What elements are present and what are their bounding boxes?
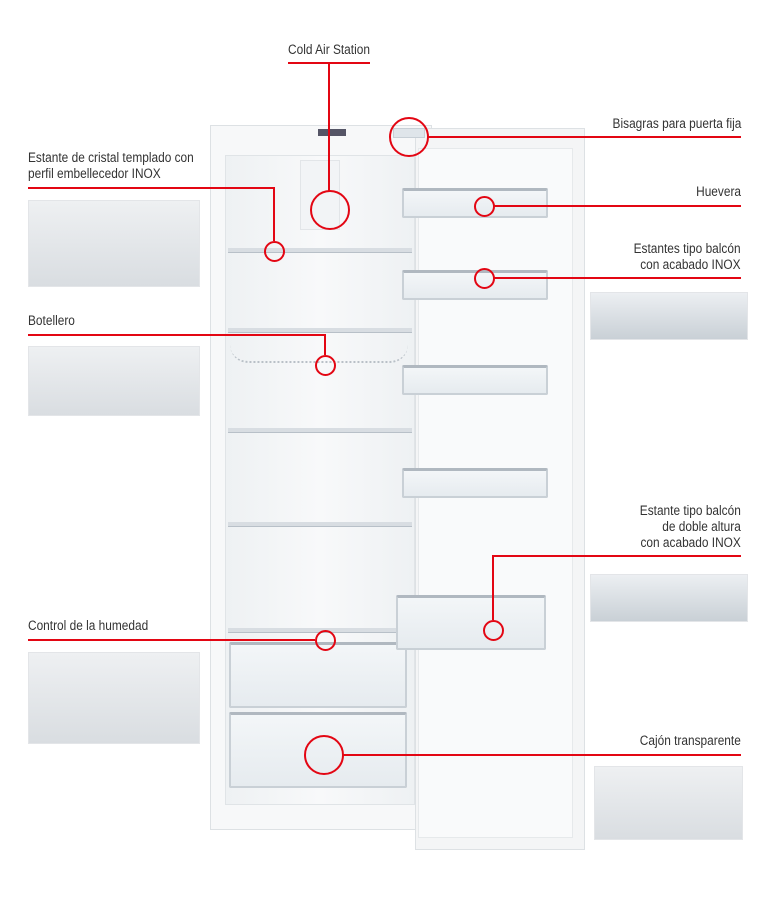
double-balcony [396, 595, 546, 650]
callout-circle [483, 620, 504, 641]
callout-circle [389, 117, 429, 157]
leader-line [492, 555, 494, 620]
glass-shelf [228, 522, 412, 527]
label-bottle-rack: Botellero [28, 313, 75, 328]
leader-line [343, 754, 741, 756]
leader-line [28, 187, 275, 189]
callout-circle [315, 355, 336, 376]
label-egg-tray: Huevera [696, 184, 741, 199]
glass-shelf [228, 328, 412, 333]
callout-circle [474, 268, 495, 289]
label-drawer: Cajón transparente [639, 733, 741, 748]
leader-line [494, 277, 741, 279]
door-balcony [402, 468, 548, 498]
crisper-drawer [229, 642, 407, 708]
humidity-control-photo [28, 652, 200, 744]
balcony-photo [590, 292, 748, 340]
callout-circle [315, 630, 336, 651]
label-balcony-shelves: Estantes tipo balcón con acabado INOX [633, 241, 741, 272]
leader-line [494, 205, 741, 207]
callout-circle [474, 196, 495, 217]
leader-line [428, 136, 741, 138]
label-cold-air-station: Cold Air Station [288, 42, 370, 57]
leader-line [273, 187, 275, 241]
glass-shelf [228, 428, 412, 433]
leader-line [28, 334, 326, 336]
control-panel [318, 129, 346, 136]
callout-circle [304, 735, 344, 775]
label-hinges: Bisagras para puerta fija [612, 116, 741, 131]
drawer-photo [594, 766, 743, 840]
label-glass-shelf: Estante de cristal templado con perfil e… [28, 150, 194, 181]
leader-line [328, 62, 330, 192]
bottle-rack-photo [28, 346, 200, 416]
door-balcony [402, 365, 548, 395]
callout-circle [310, 190, 350, 230]
leader-line [28, 639, 315, 641]
leader-line [492, 555, 741, 557]
label-humidity-control: Control de la humedad [28, 618, 149, 633]
double-balcony-photo [590, 574, 748, 622]
leader-line [324, 334, 326, 355]
glass-shelf-photo [28, 200, 200, 287]
callout-circle [264, 241, 285, 262]
label-double-balcony: Estante tipo balcón de doble altura con … [639, 503, 741, 550]
glass-shelf [228, 248, 412, 253]
